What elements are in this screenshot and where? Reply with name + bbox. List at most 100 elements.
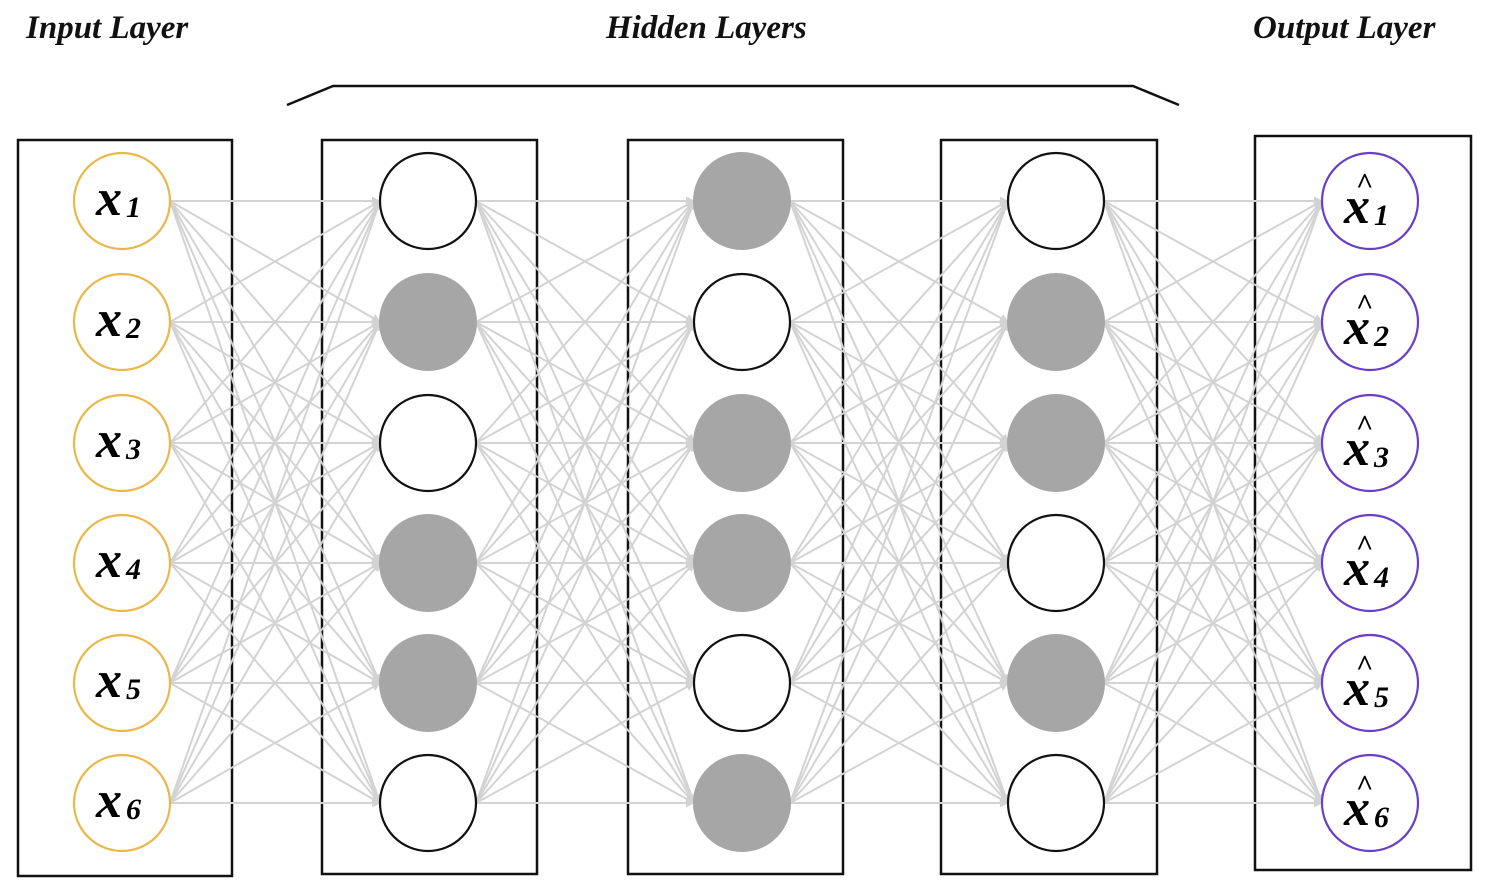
hidden-1-node-6 <box>378 753 478 853</box>
hidden-3-node-1 <box>1006 151 1106 251</box>
node-circle <box>72 272 172 372</box>
hat-accent-icon: ^ <box>1356 769 1373 802</box>
layer-boxes <box>16 134 1473 878</box>
hidden-1-node-5 <box>379 634 477 732</box>
node-subscript: 4 <box>125 553 141 586</box>
hat-accent-icon: ^ <box>1356 529 1373 562</box>
hidden-3-box <box>939 138 1159 876</box>
node-subscript: 4 <box>1373 561 1389 594</box>
active-neuron <box>1007 634 1105 732</box>
inactive-neuron <box>378 151 478 251</box>
node-subscript: 5 <box>1374 681 1389 714</box>
hidden-layers-bracket <box>286 84 1180 107</box>
node-subscript: 2 <box>125 312 141 345</box>
node-subscript: 1 <box>126 191 141 224</box>
connection-arrow <box>789 682 1009 804</box>
node-subscript: 1 <box>1374 199 1389 232</box>
node-variable-label: x <box>95 652 122 709</box>
connection-arrow <box>789 200 1009 564</box>
active-neuron <box>1007 273 1105 371</box>
node-variable-label: x <box>95 412 122 469</box>
node-subscript: 3 <box>1373 441 1389 474</box>
node-variable-label: x <box>95 291 122 348</box>
hat-accent-icon: ^ <box>1356 649 1373 682</box>
hidden-2-node-1 <box>693 152 791 250</box>
connections <box>169 196 1324 808</box>
connection-arrow <box>169 442 381 804</box>
connection-arrow <box>475 321 695 804</box>
active-neuron <box>379 514 477 612</box>
connection-arrow <box>475 682 695 804</box>
inactive-neuron <box>692 633 792 733</box>
hidden-3-node-5 <box>1007 634 1105 732</box>
connection-arrow <box>475 200 696 804</box>
node-circle <box>72 151 172 251</box>
active-neuron <box>379 634 477 732</box>
active-neuron <box>1007 394 1105 492</box>
node-subscript: 6 <box>1374 801 1389 834</box>
node-circle <box>72 513 172 613</box>
connection-arrow <box>169 200 382 804</box>
connection-arrow <box>169 200 381 323</box>
connection-arrow <box>475 562 695 804</box>
node-subscript: 5 <box>126 673 141 706</box>
node-variable-label: x <box>1343 660 1370 717</box>
node-variable-label: x <box>95 532 122 589</box>
hidden-3-node-2 <box>1007 273 1105 371</box>
inactive-neuron <box>1006 753 1106 853</box>
connection-arrow <box>1103 442 1323 804</box>
connection-arrow <box>789 321 1009 804</box>
node-circle <box>72 393 172 493</box>
connection-arrow <box>169 200 381 564</box>
active-neuron <box>379 273 477 371</box>
connection-arrow <box>475 200 695 684</box>
connection-arrow <box>1103 200 1323 684</box>
hidden-1-node-2 <box>379 273 477 371</box>
connection-arrow <box>475 200 695 444</box>
connection-arrow <box>169 200 381 444</box>
output-box <box>1253 134 1473 872</box>
input-box <box>16 138 234 878</box>
hidden-1-node-1 <box>378 151 478 251</box>
node-circle <box>1320 151 1420 251</box>
connection-arrow <box>169 200 381 684</box>
inactive-neuron <box>692 272 792 372</box>
hidden-3-node-6 <box>1006 753 1106 853</box>
hidden-layers-title: Hidden Layers <box>605 10 807 46</box>
node-circle <box>1320 633 1420 733</box>
connection-arrow <box>789 562 1009 804</box>
hidden-2-node-2 <box>692 272 792 372</box>
node-subscript: 2 <box>1373 320 1389 353</box>
node-subscript: 3 <box>125 433 141 466</box>
node-circle <box>72 633 172 733</box>
output-layer-title: Output Layer <box>1253 10 1437 46</box>
node-variable-label: x <box>95 772 122 829</box>
node-variable-label: x <box>1343 780 1370 837</box>
node-circle <box>1320 393 1420 493</box>
node-variable-label: x <box>1343 540 1370 597</box>
hat-accent-icon: ^ <box>1356 409 1373 442</box>
connection-arrow <box>789 200 1009 444</box>
input-layer-title: Input Layer <box>25 10 189 46</box>
node-circle <box>1320 753 1420 853</box>
node-circle <box>1320 513 1420 613</box>
hidden-1-box <box>320 138 539 876</box>
hidden-1-node-3 <box>378 393 478 493</box>
hidden-3-node-4 <box>1006 513 1106 613</box>
active-neuron <box>693 152 791 250</box>
connection-arrow <box>1103 200 1323 444</box>
connection-arrow <box>789 442 1009 804</box>
hidden-2-node-5 <box>692 633 792 733</box>
connection-arrow <box>475 200 695 564</box>
active-neuron <box>693 394 791 492</box>
connection-arrow <box>169 321 381 804</box>
